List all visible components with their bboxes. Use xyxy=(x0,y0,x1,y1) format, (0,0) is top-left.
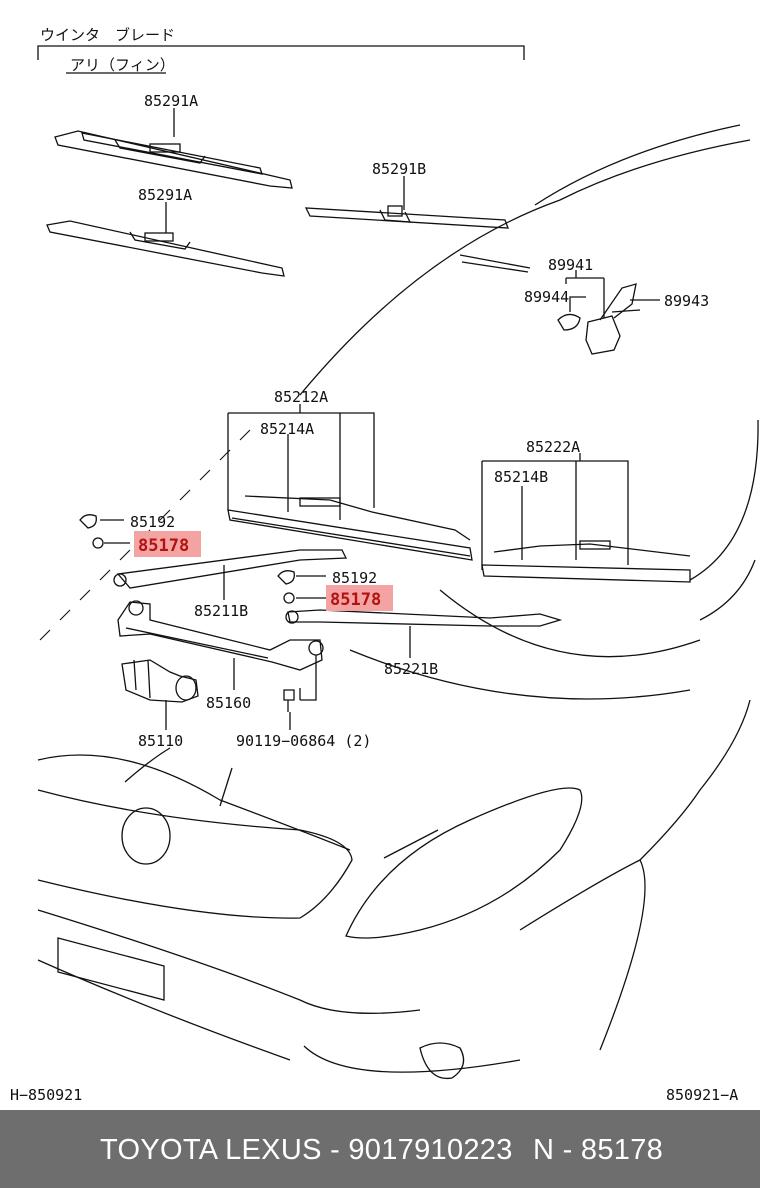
cap-85192-left xyxy=(79,514,97,529)
bolt-90119 xyxy=(283,689,295,712)
label-85192-right: 85192 xyxy=(332,569,377,587)
nut-85178-left xyxy=(92,537,104,549)
blade-85222a xyxy=(481,540,691,583)
blade-85212a xyxy=(227,495,473,561)
link-85160 xyxy=(117,600,324,701)
blade-85291b xyxy=(304,205,509,229)
motor-85110 xyxy=(121,659,199,703)
body-outline xyxy=(299,139,751,396)
label-85212a: 85212A xyxy=(274,388,328,406)
code-left: H−850921 xyxy=(10,1086,82,1104)
label-89944: 89944 xyxy=(524,288,569,306)
label-90119: 90119−06864 (2) xyxy=(236,732,371,750)
nozzle-assembly xyxy=(557,283,641,355)
label-85160: 85160 xyxy=(206,694,251,712)
nut-85178-right xyxy=(283,592,295,604)
highlight-85178-left xyxy=(134,531,201,557)
footer-bar: TOYOTA LEXUS - 9017910223 N - 85178 xyxy=(0,1110,760,1188)
arm-85221b xyxy=(285,609,563,627)
label-85214b: 85214B xyxy=(494,468,548,486)
label-85110: 85110 xyxy=(138,732,183,750)
label-85221b: 85221B xyxy=(384,660,438,678)
highlight-85178-right xyxy=(326,585,393,611)
label-85291a-bottom: 85291A xyxy=(138,186,192,204)
label-85211b: 85211B xyxy=(194,602,248,620)
label-85291a-top: 85291A xyxy=(144,92,198,110)
label-85178-left: 85178 xyxy=(138,536,189,556)
label-89941: 89941 xyxy=(548,256,593,274)
blade-85291a-top xyxy=(54,130,293,189)
header-bracket xyxy=(37,45,525,60)
label-85214a: 85214A xyxy=(260,420,314,438)
label-85291b: 85291B xyxy=(372,160,426,178)
parts-diagram: ウインタ ブレード アリ（フィン） 85291A 85291A 85291B 8… xyxy=(10,26,759,1104)
cap-85192-right xyxy=(277,570,295,585)
car-front xyxy=(37,699,751,1080)
arm-85211b xyxy=(113,549,348,589)
header-subtitle: アリ（フィン） xyxy=(70,56,175,74)
code-right: 850921−A xyxy=(666,1086,738,1104)
label-85222a: 85222A xyxy=(526,438,580,456)
label-85178-right: 85178 xyxy=(330,590,381,610)
footer-reference: N - 85178 xyxy=(533,1134,664,1166)
label-85192-left: 85192 xyxy=(130,513,175,531)
header-title: ウインタ ブレード xyxy=(40,26,175,44)
footer-part-number: TOYOTA LEXUS - 9017910223 xyxy=(100,1134,513,1166)
blade-85291a-bottom xyxy=(46,220,285,277)
label-89943: 89943 xyxy=(664,292,709,310)
